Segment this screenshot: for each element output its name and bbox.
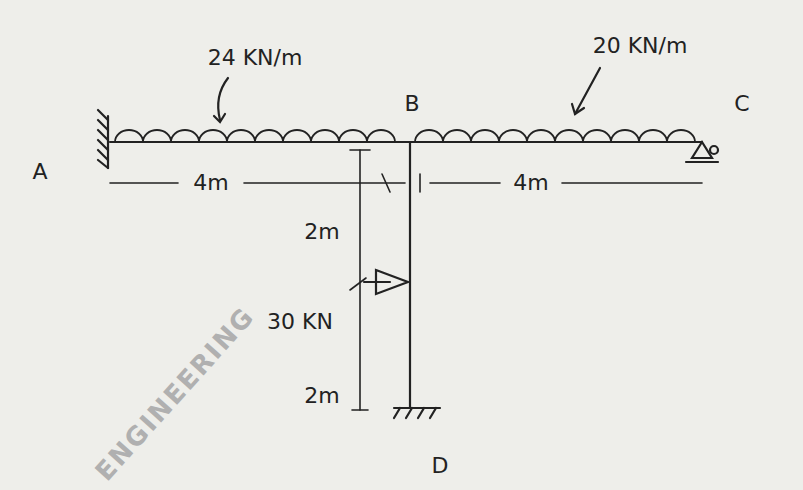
pin-support [686,142,718,162]
dimension-label: 4m [193,171,228,195]
dimension-label: 2m [304,384,339,408]
load-label: 30 KN [267,310,333,334]
point-load-arrow [364,270,408,294]
leader-head [214,114,225,122]
load-label: 24 KN/m [208,46,303,70]
watermark: ENGINEERING [90,301,260,486]
dimension-label: 4m [513,171,548,195]
leader-head [572,104,584,114]
fixed-support [98,110,108,168]
load-label: 20 KN/m [593,34,688,58]
dimension-label: 2m [304,220,339,244]
udl-left [115,130,395,142]
point-label: A [32,160,47,184]
point-label: D [432,454,449,478]
leader-line [218,78,228,120]
point-label: C [734,92,749,116]
leader-line [575,68,600,114]
column [409,142,411,408]
dimension-line [350,150,370,410]
fixed-base [394,408,440,418]
point-label: B [404,92,419,116]
udl-right [415,130,695,142]
